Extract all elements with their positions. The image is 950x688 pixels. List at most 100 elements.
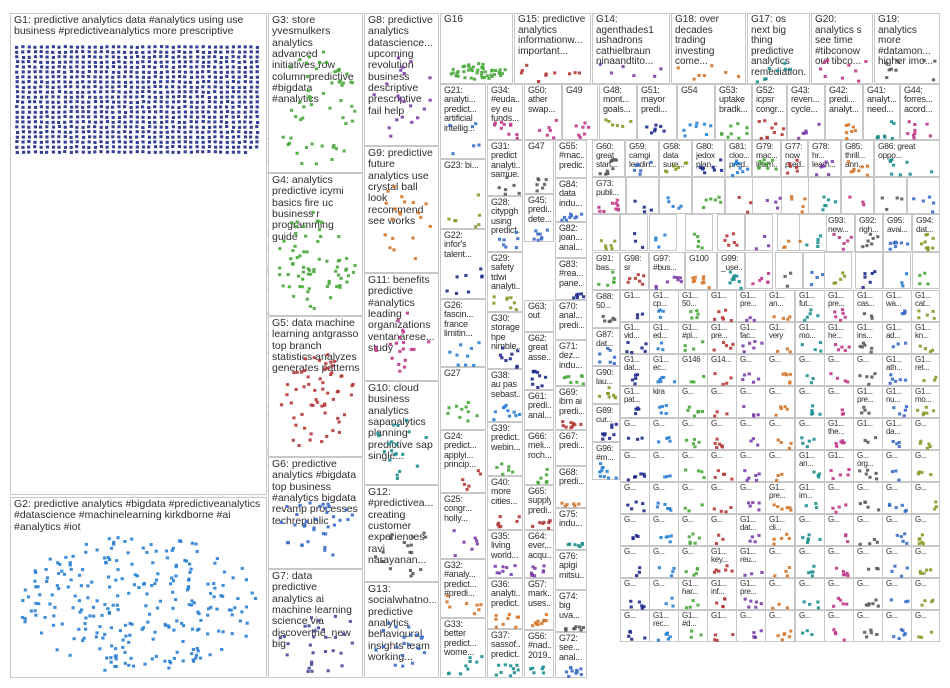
node-avatar — [580, 374, 584, 378]
node-cluster-g43 — [797, 122, 821, 140]
node-avatar — [702, 275, 706, 279]
node-avatar — [214, 145, 218, 149]
node-avatar — [498, 515, 502, 519]
node-avatar — [637, 163, 641, 167]
node-avatar — [633, 373, 638, 377]
node-avatar — [691, 280, 695, 284]
node-avatar — [249, 105, 253, 109]
node-avatar — [171, 135, 175, 139]
node-avatar — [289, 108, 294, 112]
node-avatar — [153, 75, 157, 79]
node-avatar — [916, 408, 920, 412]
node-avatar — [501, 472, 505, 476]
node-avatar — [601, 437, 605, 441]
node-avatar — [929, 473, 933, 477]
node-avatar — [99, 125, 103, 129]
node-avatar — [69, 90, 73, 94]
node-avatar — [395, 118, 399, 122]
node-avatar — [701, 206, 706, 209]
node-avatar — [253, 597, 258, 600]
node-avatar — [917, 470, 921, 474]
node-avatar — [885, 61, 889, 65]
node-avatar — [39, 70, 43, 74]
node-avatar — [21, 50, 25, 54]
node-avatar — [701, 340, 705, 344]
small-group-label: G1... wa... — [886, 292, 902, 309]
node-avatar — [45, 80, 49, 84]
group-label-g22: G22: infor's talent... — [444, 231, 472, 259]
node-avatar — [845, 571, 849, 575]
node-avatar — [165, 65, 169, 69]
node-avatar — [466, 401, 470, 404]
node-avatar — [33, 95, 37, 99]
node-avatar — [117, 110, 121, 114]
node-avatar — [81, 100, 85, 104]
node-avatar — [183, 115, 187, 119]
node-avatar — [159, 75, 163, 79]
node-cluster-t46 — [684, 437, 701, 449]
node-avatar — [111, 70, 115, 74]
node-avatar — [477, 213, 482, 217]
node-avatar — [63, 75, 67, 79]
node-cluster-g44 — [906, 120, 932, 140]
node-avatar — [75, 130, 79, 134]
node-avatar — [826, 59, 830, 63]
node-avatar — [135, 120, 139, 124]
node-avatar — [542, 520, 546, 524]
node-avatar — [95, 599, 99, 603]
node-avatar — [464, 664, 468, 668]
node-cluster-t60 — [775, 472, 784, 482]
node-avatar — [607, 395, 611, 399]
node-avatar — [396, 318, 400, 322]
node-avatar — [869, 350, 873, 354]
node-avatar — [69, 50, 73, 54]
node-avatar — [219, 50, 223, 54]
node-avatar — [888, 160, 893, 163]
node-avatar — [147, 106, 151, 109]
node-avatar — [702, 375, 706, 378]
node-avatar — [111, 105, 115, 109]
node-avatar — [141, 65, 146, 69]
node-avatar — [225, 136, 229, 139]
small-group-tile: G... — [911, 482, 940, 514]
group-box-g48: G48: mont... goals... — [599, 84, 637, 140]
node-avatar — [345, 72, 349, 76]
node-avatar — [278, 636, 282, 639]
node-avatar — [207, 60, 211, 64]
node-avatar — [196, 649, 200, 653]
node-avatar — [163, 622, 167, 626]
node-avatar — [111, 100, 116, 104]
node-avatar — [159, 115, 163, 119]
node-avatar — [237, 140, 241, 144]
small-group-label: G... — [857, 612, 869, 620]
node-avatar — [905, 566, 909, 570]
node-avatar — [231, 120, 235, 124]
node-avatar — [330, 371, 334, 375]
node-avatar — [135, 45, 139, 49]
node-avatar — [219, 150, 223, 154]
node-avatar — [629, 599, 633, 603]
node-avatar — [339, 651, 343, 655]
node-avatar — [308, 272, 313, 276]
node-avatar — [642, 274, 646, 278]
node-avatar — [541, 569, 546, 573]
node-avatar — [411, 572, 415, 576]
node-avatar — [854, 69, 858, 73]
node-avatar — [147, 45, 151, 49]
node-avatar — [846, 380, 850, 384]
node-avatar — [99, 80, 103, 84]
node-avatar — [697, 409, 701, 413]
node-avatar — [836, 348, 841, 352]
node-avatar — [614, 202, 618, 205]
node-avatar — [219, 125, 223, 129]
node-avatar — [307, 624, 311, 628]
node-avatar — [255, 65, 259, 69]
node-avatar — [788, 68, 792, 72]
node-avatar — [57, 115, 61, 119]
node-avatar — [15, 120, 19, 124]
node-cluster-s22 — [861, 270, 877, 289]
node-avatar — [730, 569, 734, 573]
node-avatar — [481, 62, 485, 66]
node-avatar — [745, 126, 749, 130]
node-avatar — [893, 245, 898, 249]
